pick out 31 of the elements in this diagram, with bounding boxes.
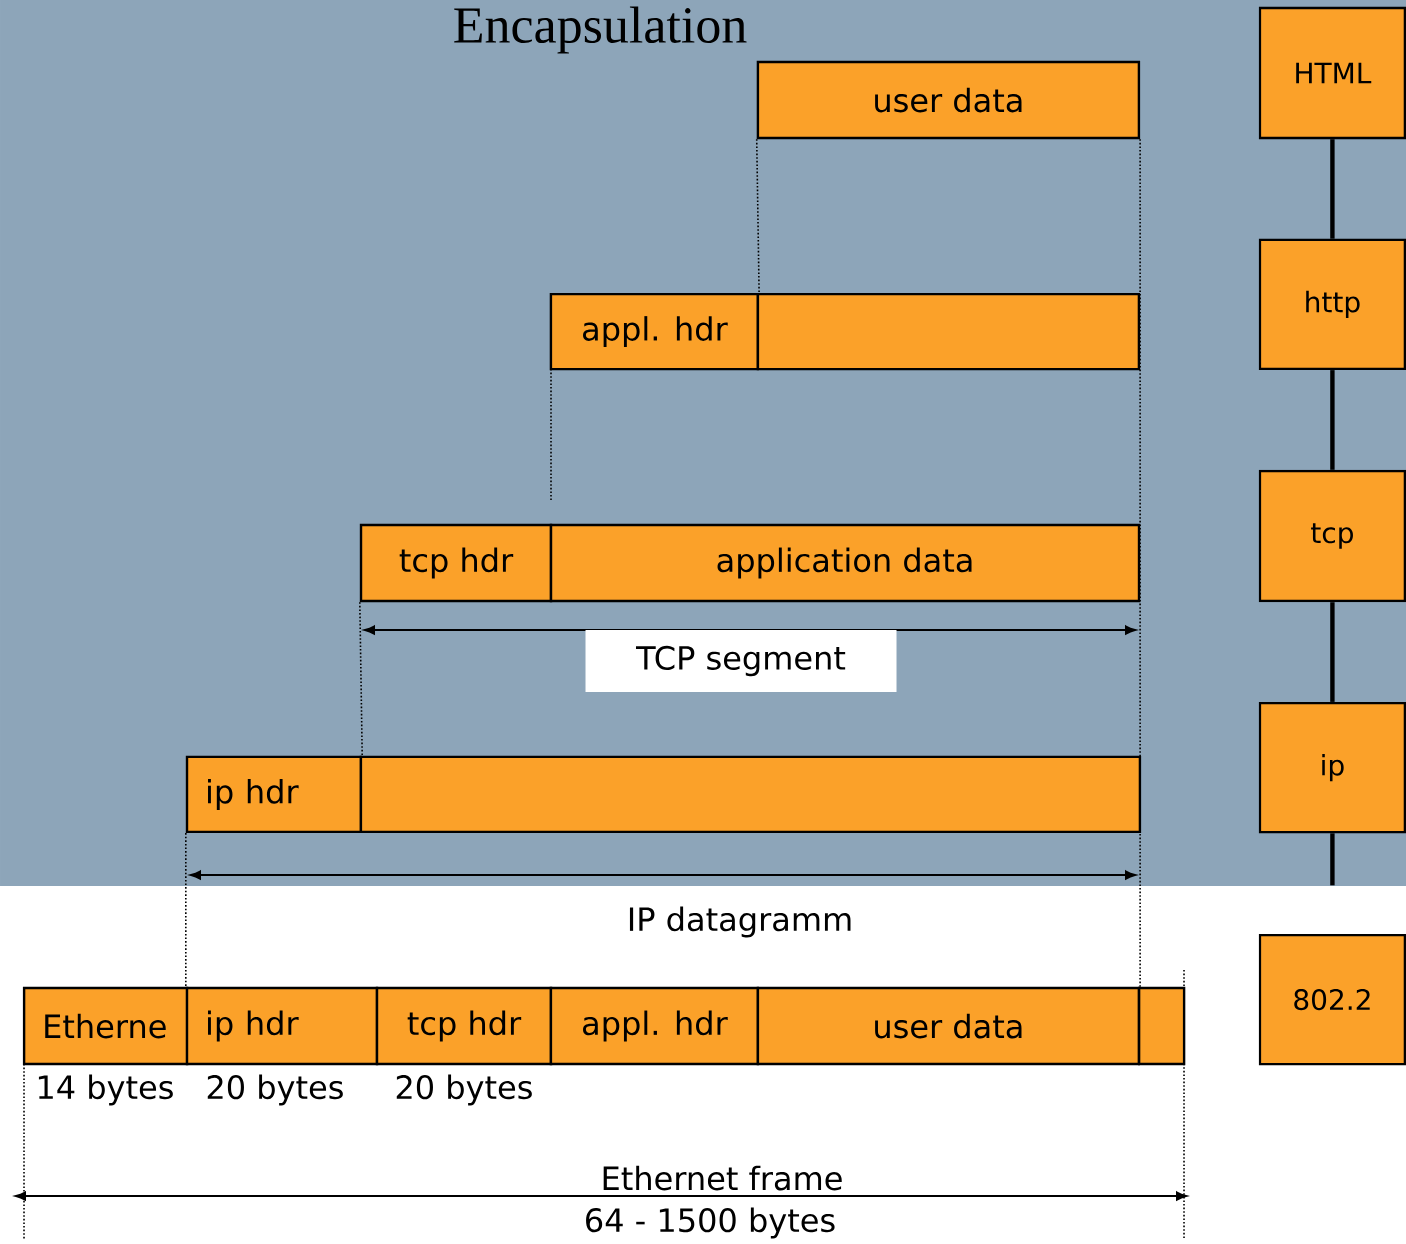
data-box: tcp hdr [375, 986, 553, 1066]
data-box: user data [756, 60, 1141, 140]
connector-line [1330, 602, 1335, 702]
data-box: appl. hdr [549, 986, 760, 1066]
layer-box: ip [1258, 701, 1406, 834]
layer-box: 802.2 [1258, 933, 1406, 1066]
title: Encapsulation [454, 6, 747, 54]
segment-label: TCP segment [585, 630, 897, 692]
connector-line [1330, 139, 1335, 239]
data-box: ip hdr [185, 755, 363, 834]
layer-box: tcp [1258, 469, 1406, 603]
guide-line [359, 601, 363, 757]
dimension-label: 20 bytes [207, 1074, 343, 1106]
data-box: Etherne [22, 986, 189, 1066]
data-box: tcp hdr [359, 523, 553, 603]
payload-box [1137, 986, 1186, 1066]
dimension-label: Ethernet frame [603, 1165, 842, 1191]
dimension-label: 64 - 1500 bytes [586, 1207, 835, 1239]
connector-line [1330, 833, 1335, 886]
connector-line [1330, 370, 1335, 470]
data-box: ip hdr [185, 986, 379, 1066]
dimension-label: 20 bytes [396, 1074, 532, 1106]
layer-box: HTML [1258, 6, 1406, 140]
layer-box: http [1258, 238, 1406, 371]
dimension-label: IP datagramm [629, 906, 851, 938]
data-box: appl. hdr [549, 292, 760, 371]
guide-line [185, 832, 187, 988]
payload-box [756, 292, 1141, 371]
guide-line [1139, 138, 1141, 988]
guide-line [755, 138, 760, 294]
dimension-label: 14 bytes [38, 1074, 173, 1106]
